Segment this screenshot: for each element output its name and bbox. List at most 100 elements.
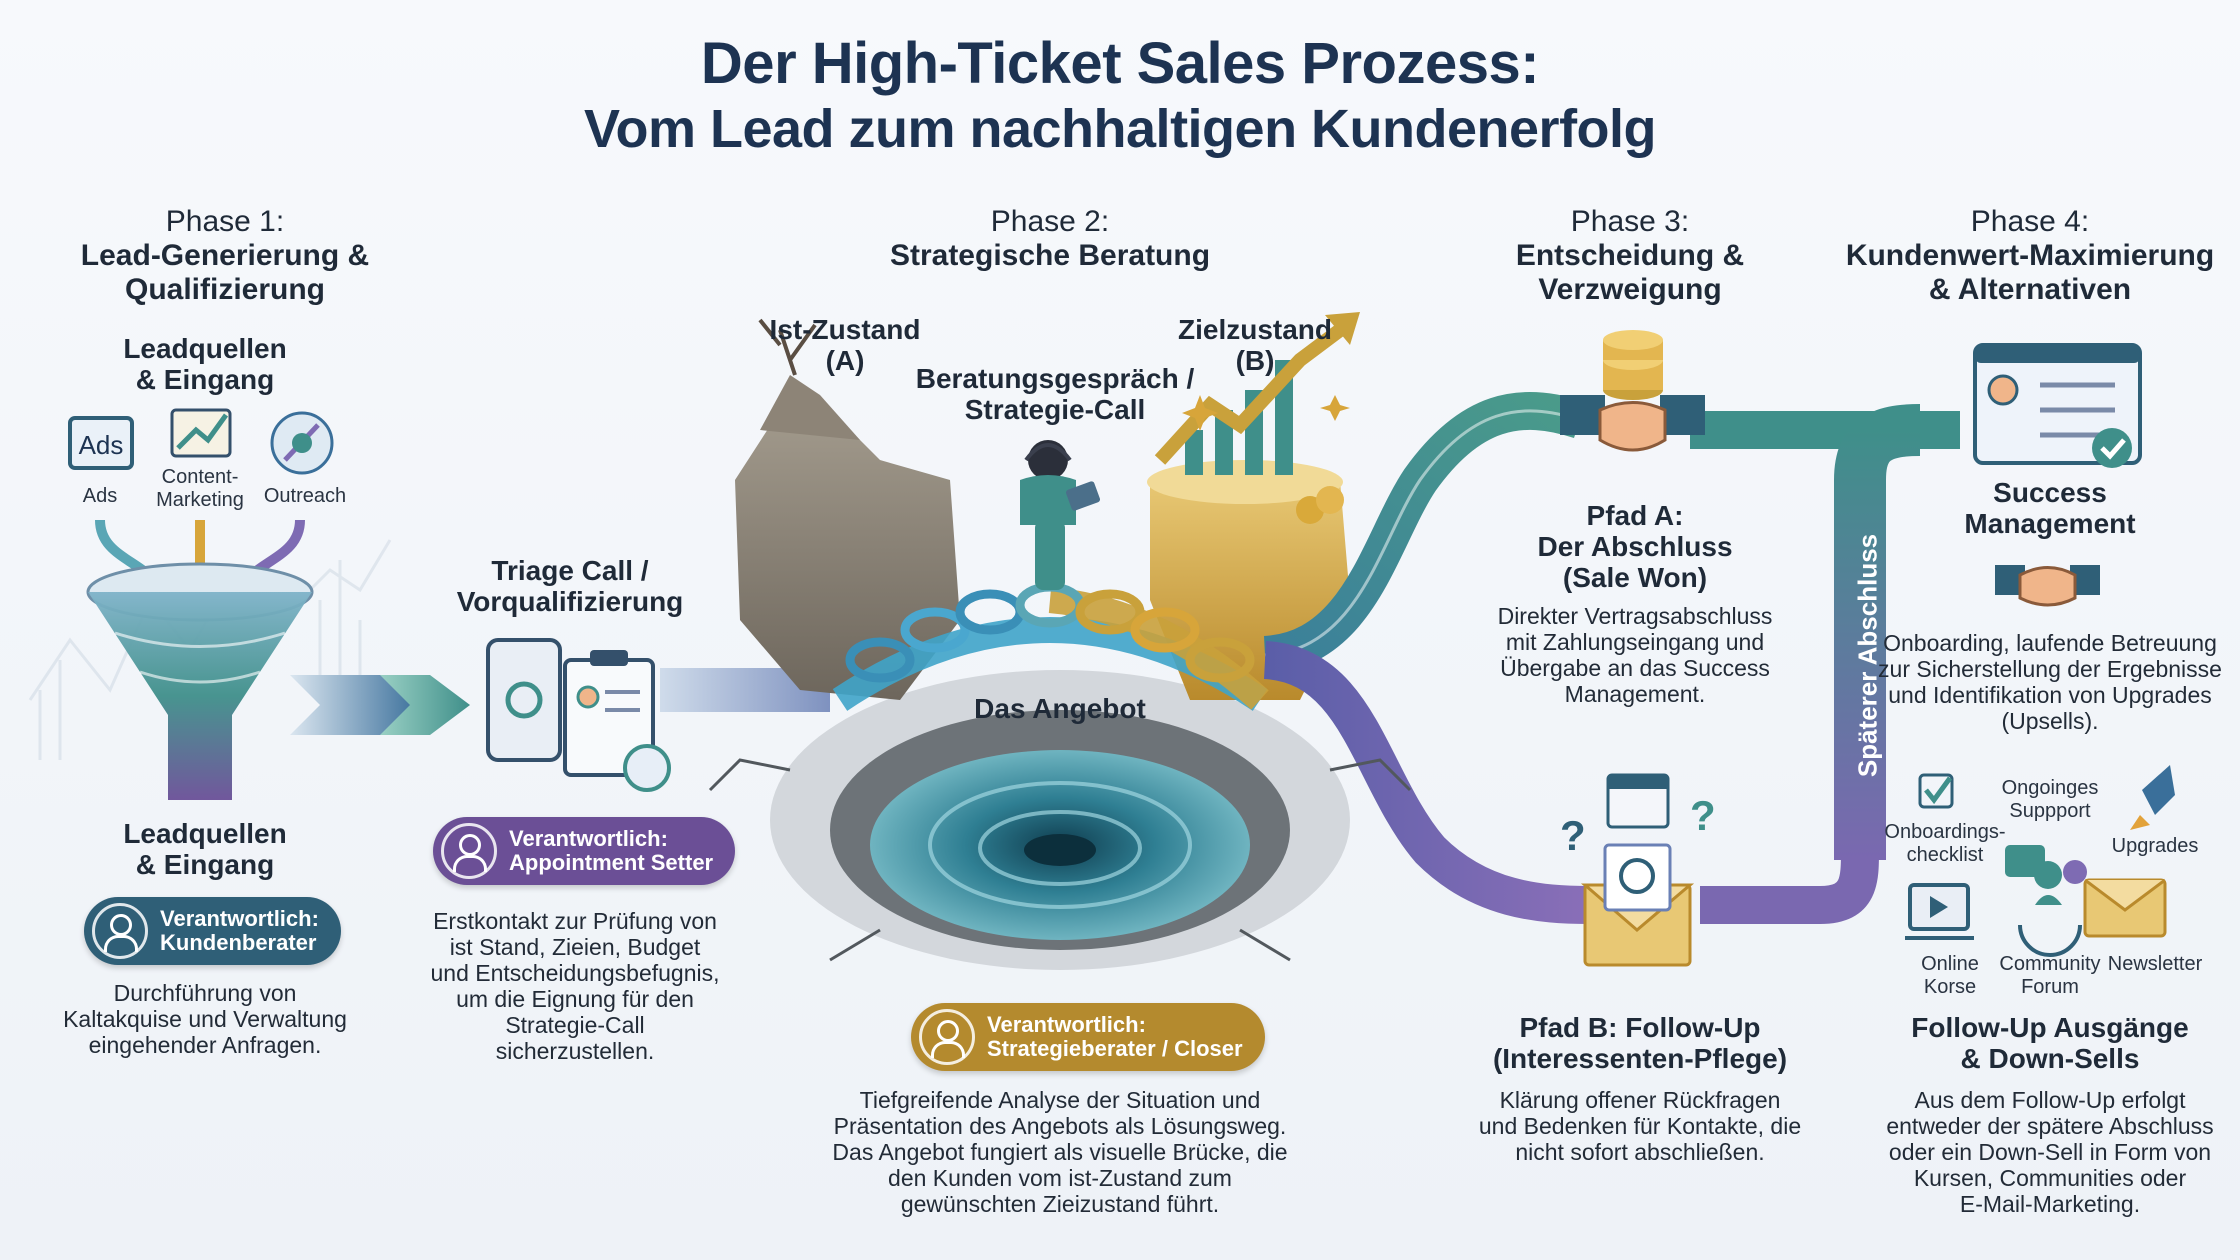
triage-description-line6: sicherzustellen. bbox=[495, 1038, 655, 1064]
phase2-description-line2: Präsentation des Angebots als Lösungsweg… bbox=[833, 1113, 1287, 1139]
success-management-description-line3: und Identifikation von Upgrades bbox=[1888, 682, 2212, 708]
consultation-call-label-line2: Strategie-Call bbox=[964, 394, 1146, 425]
responsible-badge-closer: Verantwortlich: Strategieberater / Close… bbox=[911, 1003, 1265, 1071]
followup-exits-description-line3: oder ein Down-Sell in Form von bbox=[1888, 1139, 2212, 1165]
newsletter-label: Newsletter bbox=[2107, 953, 2203, 975]
followup-exits-description: Aus dem Follow-Up erfolgt entweder der s… bbox=[1870, 1087, 2230, 1217]
phase1-header: Phase 1: Lead-Generierung & Qualifizieru… bbox=[40, 205, 410, 307]
phase1-description-line1: Durchführung von bbox=[113, 980, 297, 1006]
outreach-label: Outreach bbox=[263, 485, 347, 507]
phase2-description-line4: den Kunden vom ist-Zustand zum bbox=[888, 1165, 1232, 1191]
path-a-description-line3: Übergabe an das Success bbox=[1500, 655, 1770, 681]
online-course-label-line1: Online bbox=[1921, 953, 1979, 975]
online-course-label-line2: Korse bbox=[1923, 976, 1977, 998]
phase2-description-line5: gewünschten Zieizustand führt. bbox=[900, 1191, 1220, 1217]
page-subtitle: Vom Lead zum nachhaltigen Kundenerfolg bbox=[583, 99, 1657, 159]
followup-exits-title-line1: Follow-Up Ausgänge bbox=[1911, 1012, 2189, 1043]
badge-role-label: Verantwortlich: bbox=[160, 906, 319, 931]
onboarding-checklist-label-line1: Onboardings- bbox=[1884, 821, 2006, 843]
person-icon bbox=[441, 823, 497, 879]
phase1-description-line2: Kaltakquise und Verwaltung bbox=[63, 1006, 347, 1032]
upgrades-label: Upgrades bbox=[2111, 835, 2199, 857]
success-management-description-line1: Onboarding, laufende Betreuung bbox=[1883, 630, 2217, 656]
community-forum-label-line1: Community bbox=[1999, 953, 2101, 975]
success-management-description-line2: zur Sicherstellung der Ergebnisse bbox=[1878, 656, 2222, 682]
lead-sources-title-line1: Leadquellen bbox=[123, 333, 287, 364]
path-a-description-line4: Management. bbox=[1564, 681, 1706, 707]
onboarding-checklist-label: Onboardings- checklist bbox=[1880, 821, 2010, 867]
ads-label: Ads bbox=[82, 485, 118, 507]
content-marketing-label-line2: Marketing bbox=[156, 489, 244, 511]
success-management-description: Onboarding, laufende Betreuung zur Siche… bbox=[1870, 630, 2230, 734]
lead-intake-title: Leadquellen & Eingang bbox=[80, 818, 330, 880]
responsible-badge-appointment-setter: Verantwortlich: Appointment Setter bbox=[433, 817, 736, 885]
target-state-label: Zielzustand (B) bbox=[1160, 314, 1350, 376]
path-b-title: Pfad B: Follow-Up (Interessenten-Pflege) bbox=[1470, 1012, 1810, 1074]
community-forum-label: Community Forum bbox=[1990, 953, 2110, 999]
lead-intake-title-line2: & Eingang bbox=[135, 849, 275, 880]
path-a-description: Direkter Vertragsabschluss mit Zahlungse… bbox=[1480, 603, 1790, 707]
followup-exits-description-line2: entweder der spätere Abschluss bbox=[1886, 1113, 2214, 1139]
followup-exits-title: Follow-Up Ausgänge & Down-Sells bbox=[1880, 1012, 2220, 1074]
current-state-label: Ist-Zustand (A) bbox=[750, 314, 940, 376]
phase2-description: Tiefgreifende Analyse der Situation und … bbox=[830, 1087, 1290, 1217]
current-state-label-line1: Ist-Zustand bbox=[769, 314, 921, 345]
lead-intake-title-line1: Leadquellen bbox=[123, 818, 287, 849]
target-state-label-line2: (B) bbox=[1235, 345, 1275, 376]
path-a-title-line1: Pfad A: bbox=[1586, 500, 1684, 531]
badge-role-name: Strategieberater / Closer bbox=[987, 1036, 1243, 1061]
path-b-title-line2: (Interessenten-Pflege) bbox=[1492, 1043, 1788, 1074]
phase2-description-line3: Das Angebot fungiert als visuelle Brücke… bbox=[832, 1139, 1288, 1165]
path-b-description-line1: Klärung offener Rückfragen bbox=[1499, 1087, 1781, 1113]
triage-title-line1: Triage Call / bbox=[491, 555, 649, 586]
success-management-description-line4: (Upsells). bbox=[2001, 708, 2099, 734]
success-management-title: Success Management bbox=[1920, 477, 2180, 539]
ongoing-support-label: Ongoinges Suppport bbox=[1990, 777, 2110, 823]
phase2-header: Phase 2: Strategische Beratung bbox=[850, 205, 1250, 273]
success-management-title-line1: Success bbox=[1993, 477, 2107, 508]
page-title: Der High-Ticket Sales Prozess: bbox=[700, 31, 1540, 96]
followup-exits-description-line4: Kursen, Communities oder bbox=[1913, 1165, 2187, 1191]
online-course-label: Online Korse bbox=[1900, 953, 2000, 999]
lead-sources-title: Leadquellen & Eingang bbox=[80, 333, 330, 395]
path-a-title-line3: (Sale Won) bbox=[1562, 562, 1708, 593]
phase4-heading-line2: & Alternativen bbox=[1928, 273, 2132, 306]
phase4-number: Phase 4: bbox=[1970, 205, 2090, 238]
phase1-heading-line1: Lead-Generierung & bbox=[80, 239, 370, 272]
content-marketing-label-line1: Content- bbox=[161, 466, 239, 488]
triage-description-line4: um die Eignung für den bbox=[456, 986, 694, 1012]
path-a-description-line1: Direkter Vertragsabschluss bbox=[1497, 603, 1773, 629]
phase1-description-line3: eingehender Anfragen. bbox=[88, 1032, 322, 1058]
offer-label: Das Angebot bbox=[974, 693, 1146, 724]
target-state-label-line1: Zielzustand bbox=[1177, 314, 1332, 345]
phase4-header: Phase 4: Kundenwert-Maximierung & Altern… bbox=[1830, 205, 2230, 307]
responsible-badge-kundenberater: Verantwortlich: Kundenberater bbox=[84, 897, 341, 965]
triage-description-line5: Strategie-Call bbox=[505, 1012, 645, 1038]
content-marketing-label: Content- Marketing bbox=[150, 466, 250, 512]
person-icon bbox=[919, 1009, 975, 1065]
path-b-description: Klärung offener Rückfragen und Bedenken … bbox=[1465, 1087, 1815, 1165]
ads-icon: Ads bbox=[78, 430, 124, 460]
path-a-title: Pfad A: Der Abschluss (Sale Won) bbox=[1495, 500, 1775, 593]
badge-role-name: Kundenberater bbox=[160, 930, 317, 955]
phase3-header: Phase 3: Entscheidung & Verzweigung bbox=[1480, 205, 1780, 307]
onboarding-checklist-label-line2: checklist bbox=[1906, 844, 1984, 866]
ongoing-support-label-line1: Ongoinges bbox=[2001, 777, 2099, 799]
ongoing-support-label-line2: Suppport bbox=[2009, 800, 2091, 822]
phase2-description-line1: Tiefgreifende Analyse der Situation und bbox=[859, 1087, 1261, 1113]
success-management-title-line2: Management bbox=[1964, 508, 2136, 539]
phase4-heading-line1: Kundenwert-Maximierung bbox=[1845, 239, 2215, 272]
phase1-number: Phase 1: bbox=[165, 205, 285, 238]
svg-text:?: ? bbox=[1560, 812, 1586, 859]
consultation-call-label-line1: Beratungsgespräch / bbox=[915, 363, 1195, 394]
triage-description: Erstkontakt zur Prüfung von ist Stand, Z… bbox=[420, 908, 730, 1064]
svg-text:?: ? bbox=[1690, 792, 1716, 839]
community-forum-label-line2: Forum bbox=[2021, 976, 2079, 998]
phase3-number: Phase 3: bbox=[1570, 205, 1690, 238]
triage-title: Triage Call / Vorqualifizierung bbox=[440, 555, 700, 617]
followup-exits-description-line1: Aus dem Follow-Up erfolgt bbox=[1914, 1087, 2186, 1113]
followup-exits-description-line5: E-Mail-Marketing. bbox=[1959, 1191, 2141, 1217]
phase1-description: Durchführung von Kaltakquise und Verwalt… bbox=[40, 980, 370, 1058]
badge-role-label: Verantwortlich: bbox=[509, 826, 668, 851]
